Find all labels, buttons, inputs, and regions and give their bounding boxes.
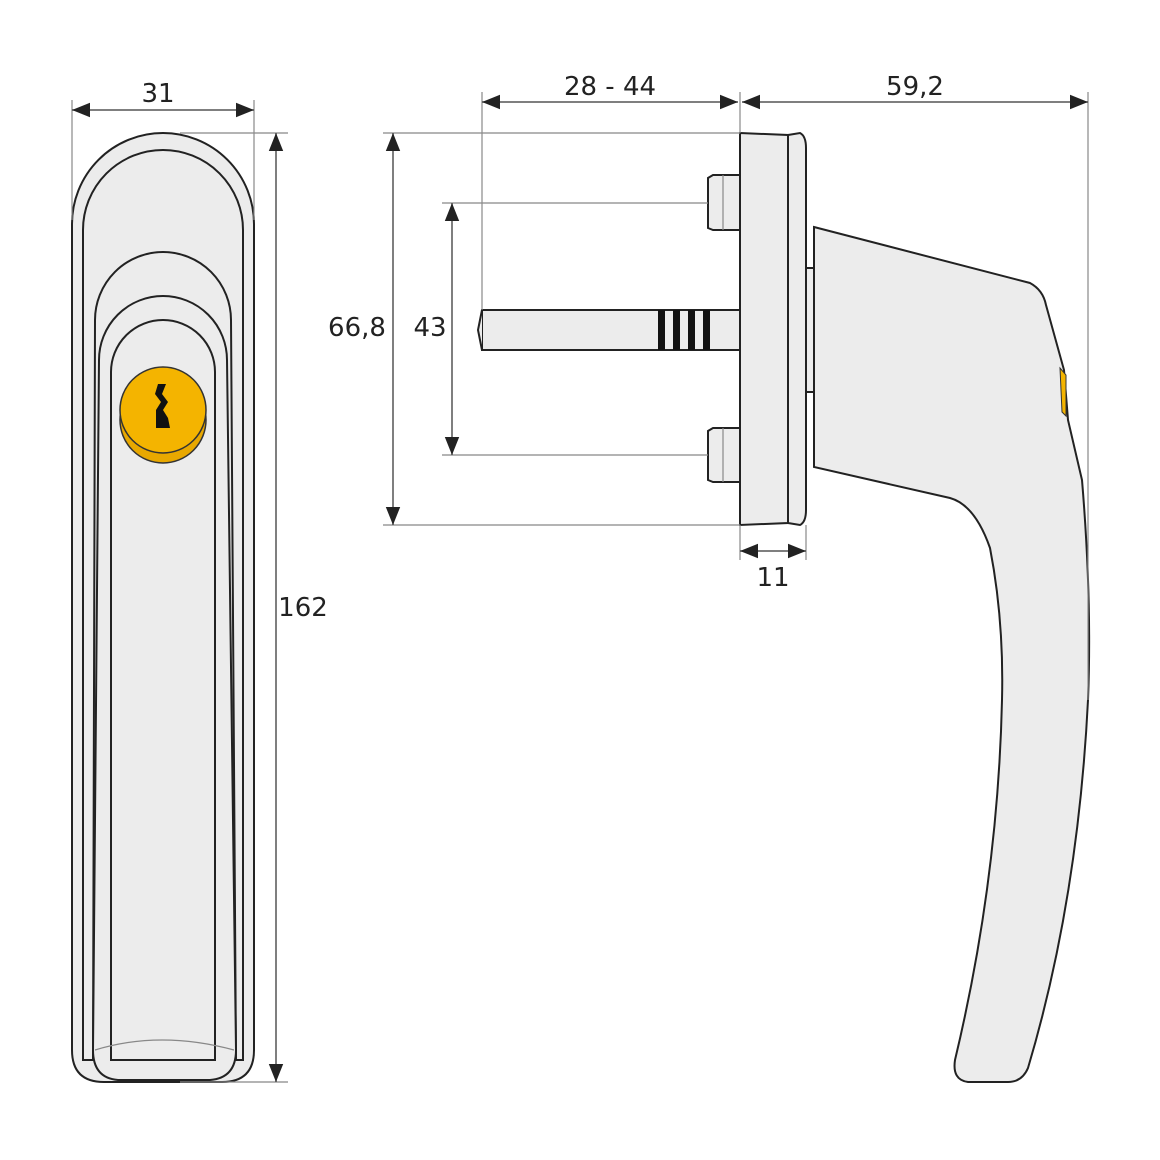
- dim-rosette-depth: 11: [756, 563, 789, 593]
- keyhole-icon: [119, 366, 207, 464]
- dimension-lines: [71, 92, 1089, 1083]
- dim-spindle-length: 28 - 44: [564, 72, 656, 102]
- side-handle-lever: [813, 225, 1091, 1083]
- lock-button: [1059, 366, 1067, 418]
- dim-projection: 59,2: [886, 72, 944, 102]
- screw-boss-top: [707, 174, 741, 231]
- front-grip-inner: [110, 319, 216, 1061]
- spindle-tip: [476, 309, 483, 351]
- spindle: [481, 309, 741, 351]
- side-view: [476, 131, 1091, 1083]
- dim-height-total: 162: [278, 593, 328, 623]
- spindle-stripes: [658, 310, 710, 350]
- dim-width-front: 31: [141, 79, 174, 109]
- front-view: [71, 132, 255, 1083]
- rosette-cap: [787, 131, 807, 527]
- screw-boss-bottom: [707, 427, 741, 483]
- dim-rosette-height: 66,8: [328, 313, 386, 343]
- dim-screw-spacing: 43: [413, 313, 446, 343]
- rosette-base: [739, 131, 789, 527]
- front-bottom-edge: [94, 1039, 235, 1051]
